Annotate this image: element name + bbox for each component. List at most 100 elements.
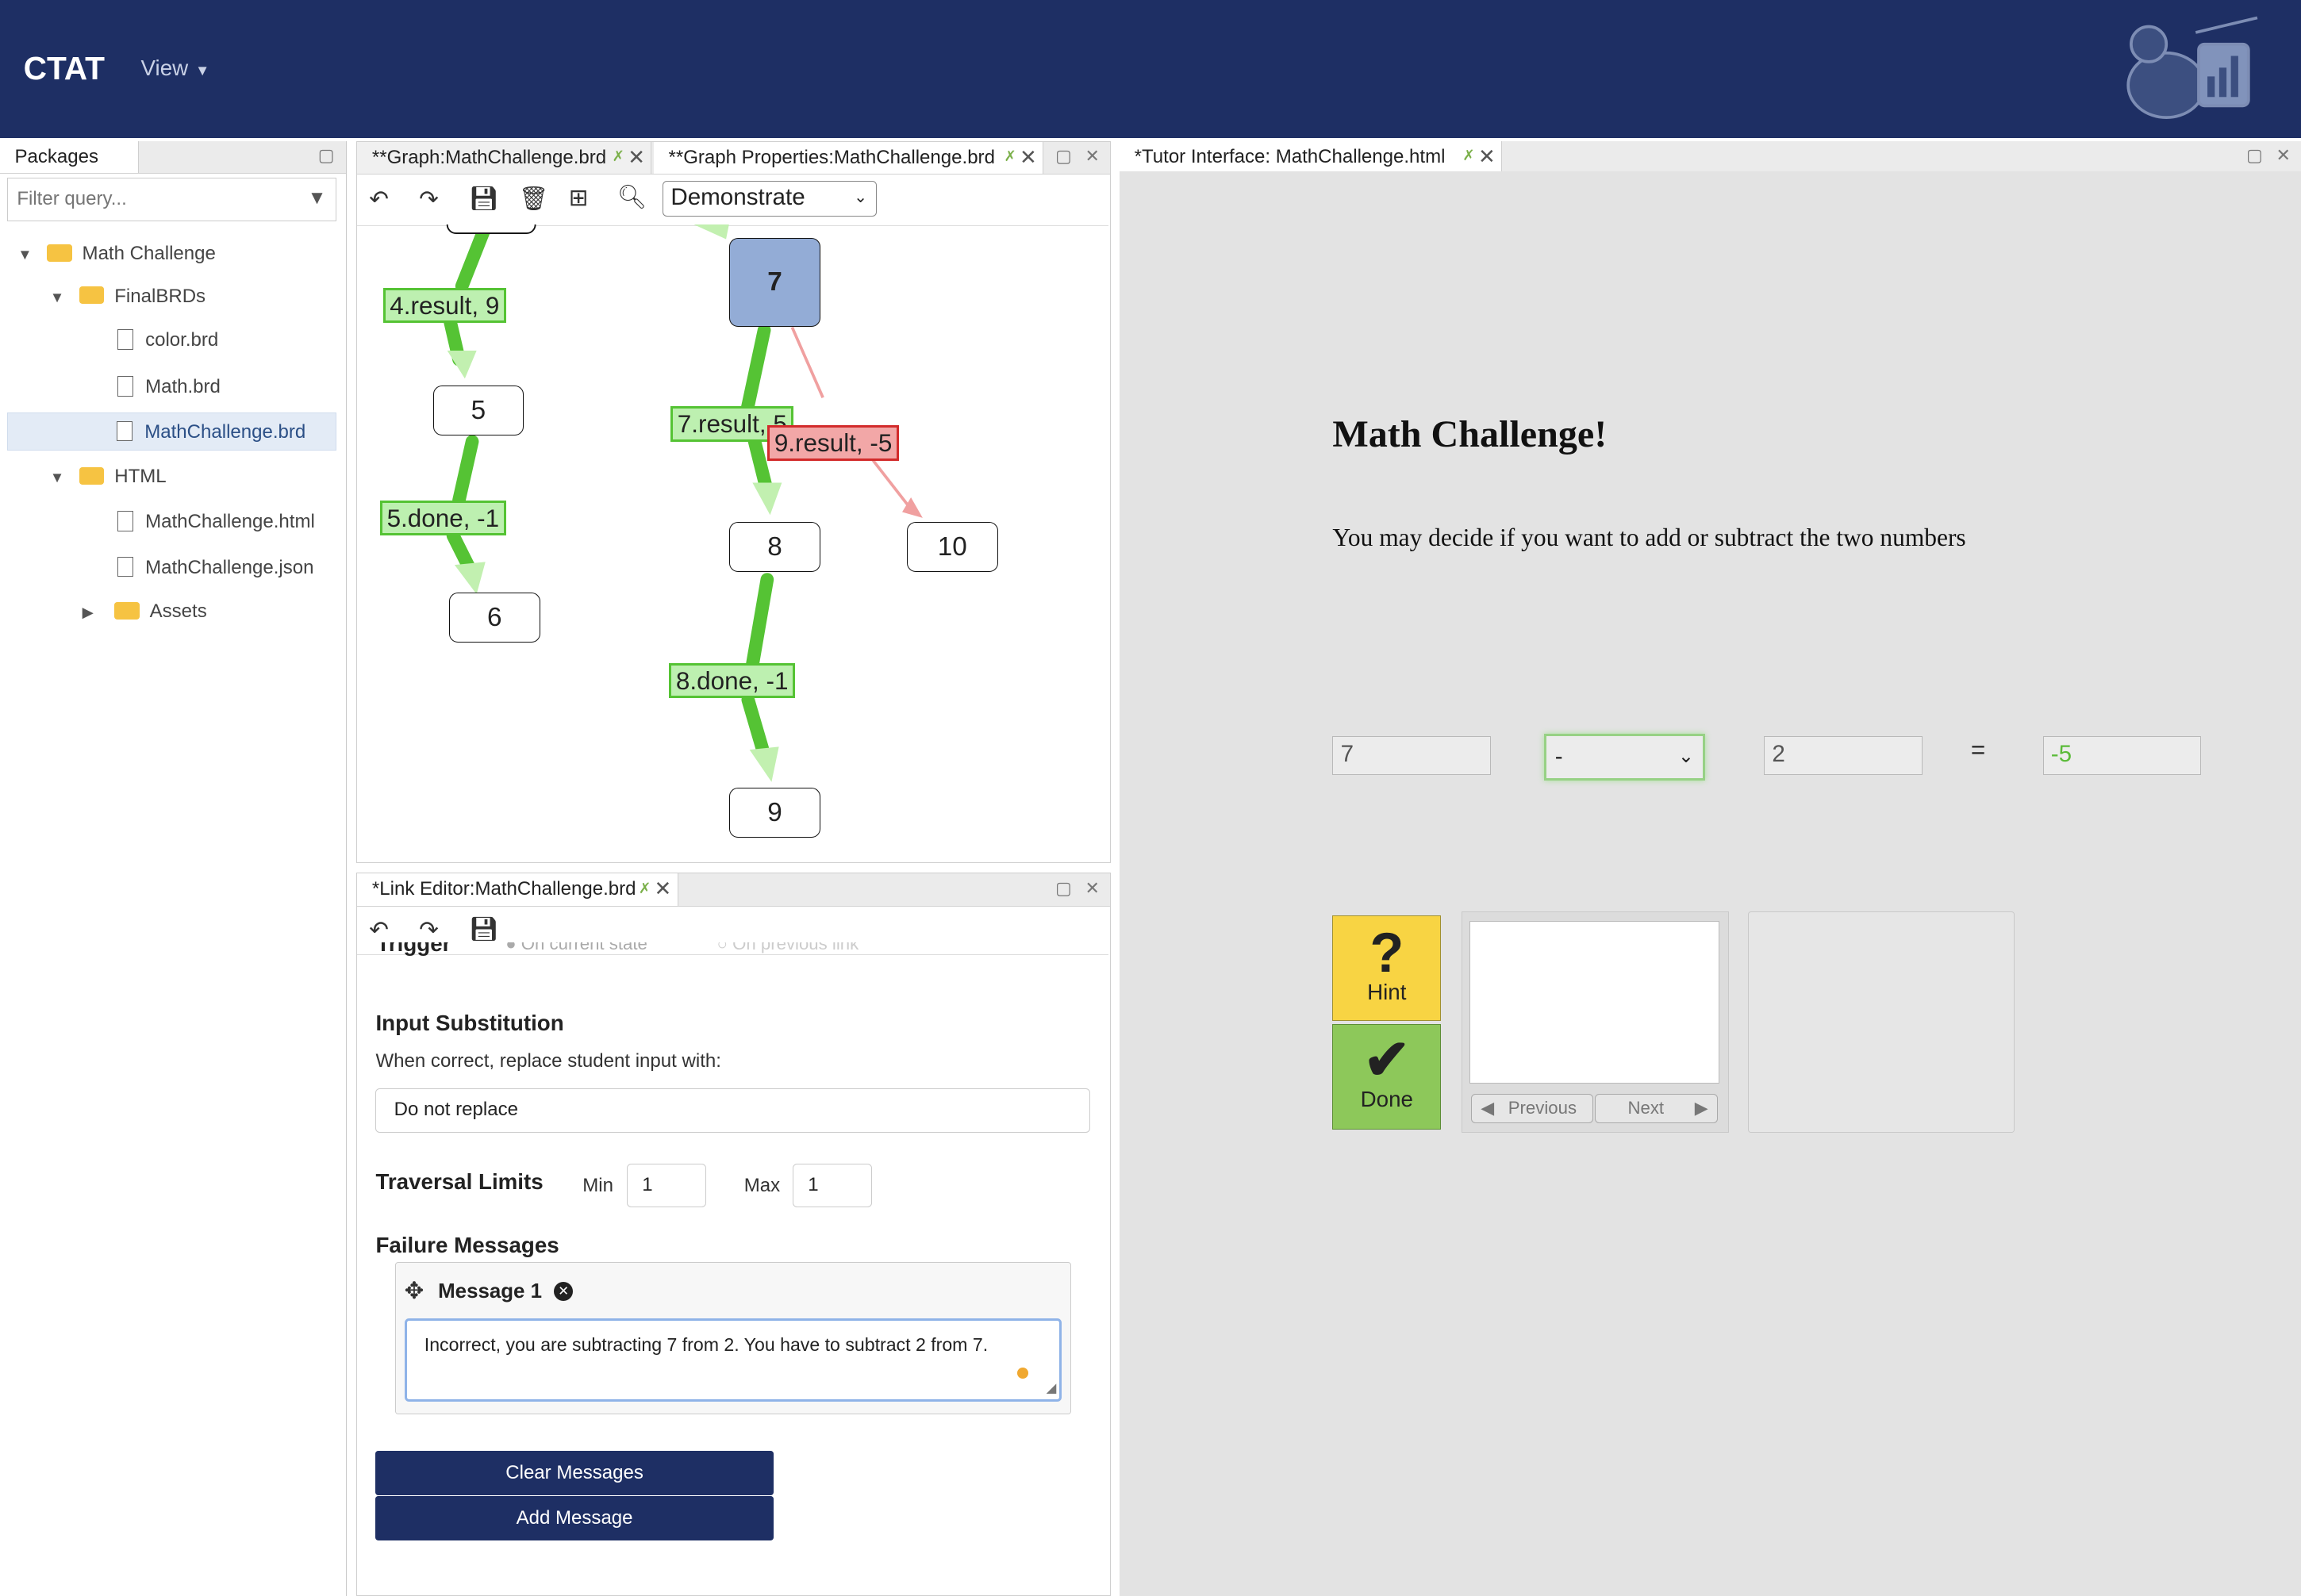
tab-graph-properties-label: **Graph Properties:MathChallenge.brd <box>668 146 995 168</box>
folder-icon <box>114 601 140 620</box>
tree-folder-assets[interactable]: ▶ Assets <box>83 593 207 631</box>
search-icon[interactable]: 🔍︎ <box>617 184 647 211</box>
close-panel-icon[interactable]: ✕ <box>1085 877 1101 898</box>
save-icon[interactable]: 💾︎ <box>468 916 499 943</box>
save-icon[interactable]: 💾︎ <box>468 186 499 213</box>
operator-value: - <box>1554 742 1563 769</box>
graph-node-7[interactable]: 7 <box>729 237 820 328</box>
graph-node-9[interactable]: 9 <box>729 788 820 838</box>
tab-packages[interactable]: Packages <box>0 140 139 174</box>
maximize-icon[interactable]: ▢ <box>1055 877 1072 898</box>
message-textarea[interactable]: Incorrect, you are subtracting 7 from 2.… <box>404 1318 1062 1402</box>
triangle-left-icon: ◀ <box>1481 1097 1495 1118</box>
trigger-radio-previous[interactable]: ○ On previous link <box>717 942 859 954</box>
max-input[interactable]: 1 <box>792 1163 872 1208</box>
edge-label-4-result[interactable]: 4.result, 9 <box>382 287 506 323</box>
chevron-down-icon[interactable]: ▼ <box>17 245 33 263</box>
maximize-icon[interactable]: ▢ <box>2245 145 2263 166</box>
close-icon[interactable]: ✕ <box>628 146 645 169</box>
add-state-icon[interactable]: ⊞ <box>568 185 589 212</box>
close-panel-icon[interactable]: ✕ <box>1085 146 1101 167</box>
tree-file-mathchallenge-json[interactable]: MathChallenge.json <box>117 549 314 587</box>
add-message-button[interactable]: Add Message <box>375 1496 774 1540</box>
graph-node-5[interactable]: 5 <box>432 386 524 436</box>
edge-label-text: 9.result, -5 <box>774 429 893 458</box>
maximize-icon[interactable]: ▢ <box>317 145 335 166</box>
clear-messages-label: Clear Messages <box>505 1462 643 1484</box>
graph-node-label: 7 <box>767 267 782 297</box>
mode-select[interactable]: Demonstrate ⌄ <box>663 181 878 217</box>
second-number-field[interactable]: 2 <box>1764 736 1923 775</box>
graph-node-10[interactable]: 10 <box>906 522 998 573</box>
graph-node-6[interactable]: 6 <box>448 593 540 643</box>
delete-icon[interactable]: 🗑︎ <box>518 186 549 213</box>
drag-handle-icon[interactable]: ✥ <box>404 1278 424 1305</box>
chevron-right-icon[interactable]: ▶ <box>82 604 94 621</box>
edge-label-7-result[interactable]: 7.result, 5 <box>670 406 794 442</box>
second-number-value: 2 <box>1772 741 1785 768</box>
chevron-down-icon[interactable]: ▼ <box>49 288 65 305</box>
previous-button[interactable]: ◀ Previous <box>1471 1093 1593 1123</box>
chevron-down-icon[interactable]: ▼ <box>49 469 65 486</box>
view-menu[interactable]: View ▼ <box>141 56 210 81</box>
filter-query-input[interactable] <box>13 178 299 220</box>
graph-tabstrip: **Graph:MathChallenge.brd ✗ ✕ **Graph Pr… <box>357 141 1111 175</box>
edge-label-text: 4.result, 9 <box>390 291 500 320</box>
trigger-radio-current[interactable]: ● On current state <box>505 942 647 954</box>
done-button[interactable]: ✔ Done <box>1332 1023 1442 1130</box>
tree-folder-html[interactable]: ▼HTML <box>50 458 167 496</box>
tree-file-mathchallenge-html[interactable]: MathChallenge.html <box>117 503 315 541</box>
graph-arrowhead <box>455 562 486 595</box>
mode-select-value: Demonstrate <box>670 184 805 211</box>
first-number-field[interactable]: 7 <box>1332 736 1492 775</box>
close-icon[interactable]: ✕ <box>1020 146 1037 169</box>
maximize-icon[interactable]: ▢ <box>1055 146 1072 167</box>
tree-folder-finalbrds[interactable]: ▼ FinalBRDs <box>50 278 206 316</box>
graph-node-8[interactable]: 8 <box>729 522 820 573</box>
clear-messages-button[interactable]: Clear Messages <box>375 1451 774 1495</box>
graph-node-partial <box>447 224 536 234</box>
graph-edge <box>740 323 771 420</box>
equals-sign: = <box>1970 736 1986 765</box>
top-navbar: CTAT View ▼ <box>0 0 2301 138</box>
close-panel-icon[interactable]: ✕ <box>2276 145 2291 166</box>
close-icon[interactable]: ✕ <box>1477 145 1496 168</box>
resize-handle-icon[interactable]: ◢ <box>1046 1379 1057 1395</box>
hint-button[interactable]: ? Hint <box>1332 915 1442 1022</box>
undo-icon[interactable]: ↶ <box>369 186 389 213</box>
remove-message-icon[interactable]: ✕ <box>554 1281 574 1301</box>
redo-icon[interactable]: ↷ <box>419 186 439 213</box>
tree-folder-math-challenge[interactable]: ▼ Math Challenge <box>17 235 216 273</box>
tree-file-mathchallenge-brd[interactable]: MathChallenge.brd <box>7 412 336 451</box>
next-button[interactable]: Next ▶ <box>1594 1093 1718 1123</box>
message-card: ✥ Message 1 ✕ Incorrect, you are subtrac… <box>394 1261 1072 1414</box>
file-icon <box>117 511 134 532</box>
tab-link-editor[interactable]: *Link Editor:MathChallenge.brd ✗ ✕ <box>357 873 678 907</box>
close-icon[interactable]: ✕ <box>654 878 672 901</box>
triangle-right-icon: ▶ <box>1694 1097 1708 1118</box>
package-filter: ▼ <box>7 177 336 222</box>
tab-graph[interactable]: **Graph:MathChallenge.brd ✗ ✕ <box>357 141 652 175</box>
failure-messages-heading: Failure Messages <box>375 1232 559 1257</box>
tab-tutor-interface[interactable]: *Tutor Interface: MathChallenge.html ✗ ✕ <box>1120 140 1503 174</box>
edge-label-text: 5.done, -1 <box>386 504 500 532</box>
filter-icon[interactable]: ▼ <box>307 186 327 209</box>
replace-input-select[interactable]: Do not replace <box>375 1088 1091 1133</box>
tree-label: Assets <box>149 600 207 623</box>
tree-label: Math Challenge <box>82 242 216 264</box>
tree-label: FinalBRDs <box>114 285 206 307</box>
edge-label-5-done[interactable]: 5.done, -1 <box>380 500 506 536</box>
answer-field[interactable]: -5 <box>2042 736 2202 775</box>
undo-icon[interactable]: ↶ <box>369 917 389 944</box>
message-title: Message 1 <box>438 1279 543 1303</box>
tree-file-math-brd[interactable]: Math.brd <box>117 368 221 406</box>
tab-graph-properties[interactable]: **Graph Properties:MathChallenge.brd ✗ ✕ <box>654 141 1044 175</box>
edge-label-9-result[interactable]: 9.result, -5 <box>767 425 899 461</box>
min-input[interactable]: 1 <box>626 1163 706 1208</box>
redo-icon[interactable]: ↷ <box>419 917 439 944</box>
operator-select[interactable]: - ⌄ <box>1543 733 1706 781</box>
edge-label-8-done[interactable]: 8.done, -1 <box>669 662 796 699</box>
trigger-row-clipped: Trigger ● On current state ○ On previous… <box>376 942 1081 957</box>
folder-icon <box>47 244 72 262</box>
tree-file-color-brd[interactable]: color.brd <box>117 321 218 359</box>
